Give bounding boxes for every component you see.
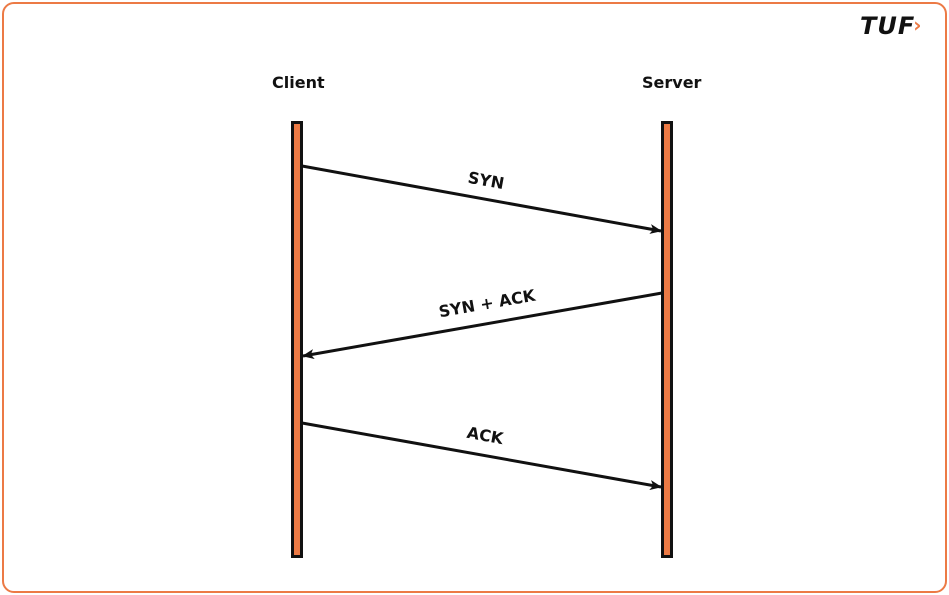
logo-text: TUF <box>860 12 916 40</box>
syn-label: SYN <box>466 168 505 193</box>
syn-ack-arrow <box>302 291 663 360</box>
chevron-right-icon: › <box>913 13 923 37</box>
syn-ack-label: SYN + ACK <box>437 286 537 322</box>
ack-label: ACK <box>465 423 505 448</box>
tuf-logo: TUF› <box>860 10 923 41</box>
syn-arrow <box>301 164 662 234</box>
server-lifeline <box>661 121 673 558</box>
ack-arrow <box>301 421 662 490</box>
client-lifeline <box>291 121 303 558</box>
server-label: Server <box>642 73 702 92</box>
client-label: Client <box>272 73 325 92</box>
